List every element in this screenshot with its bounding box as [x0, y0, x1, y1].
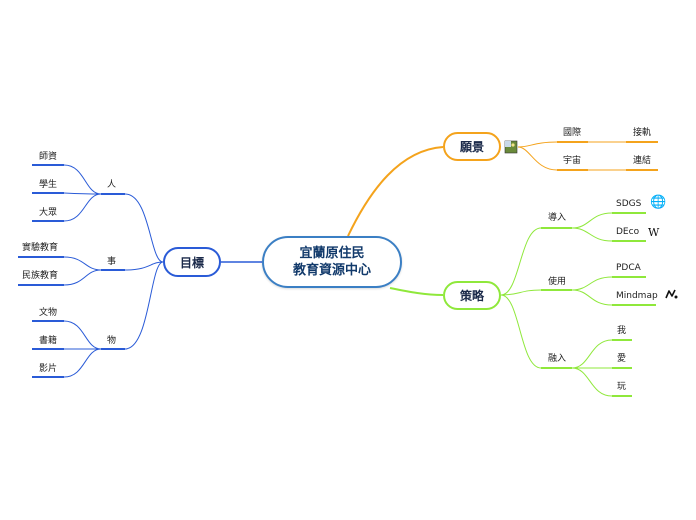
- wikipedia-icon[interactable]: W: [648, 226, 660, 239]
- connector-goal-event: [124, 261, 164, 271]
- topic-strategy-use[interactable]: 使用: [548, 277, 567, 287]
- topic-goal-object-videos[interactable]: 影片: [39, 364, 58, 374]
- topic-strategy-integrate-love[interactable]: 愛: [617, 354, 627, 364]
- topic-goal-object-books[interactable]: 書籍: [39, 336, 58, 346]
- globe-icon[interactable]: 🌐: [650, 195, 667, 210]
- topic-goal-object[interactable]: 物: [107, 336, 117, 346]
- central-topic[interactable]: 宜蘭原住民 教育資源中心: [262, 236, 402, 288]
- mindmap-logo-svg: [665, 289, 678, 299]
- central-topic-line1: 宜蘭原住民: [299, 246, 365, 261]
- topic-vision-international[interactable]: 國際: [563, 128, 582, 138]
- central-topic-line2: 教育資源中心: [292, 263, 371, 278]
- topic-strategy-use-pdca[interactable]: PDCA: [616, 263, 641, 273]
- topic-goal-person-students[interactable]: 學生: [39, 180, 58, 190]
- connector-goal-object: [124, 261, 164, 350]
- topic-strategy-introduce-deco[interactable]: DEco: [616, 227, 640, 237]
- connector-goal-person: [124, 193, 164, 263]
- topic-vision-international-align[interactable]: 接軌: [633, 128, 652, 138]
- topic-strategy-integrate-me[interactable]: 我: [617, 326, 627, 336]
- topic-vision-universe[interactable]: 宇宙: [563, 156, 582, 166]
- connector-central-vision: [347, 146, 444, 237]
- topic-strategy-use-mindmap[interactable]: Mindmap: [616, 291, 658, 301]
- connector-central-strategy: [389, 287, 444, 296]
- picture-icon: [504, 140, 518, 154]
- topic-strategy-integrate[interactable]: 融入: [548, 354, 567, 364]
- topic-goal-person-teachers[interactable]: 師資: [39, 152, 58, 162]
- topic-vision[interactable]: 願景: [443, 132, 501, 161]
- topic-goal[interactable]: 目標: [163, 247, 221, 277]
- topic-goal-person[interactable]: 人: [107, 180, 117, 190]
- topic-strategy[interactable]: 策略: [443, 281, 501, 310]
- topic-goal-event-experimental-education[interactable]: 實驗教育: [22, 243, 59, 253]
- topic-strategy-integrate-play[interactable]: 玩: [617, 382, 627, 392]
- topic-goal-event-ethnic-education[interactable]: 民族教育: [22, 271, 59, 281]
- topic-goal-object-artifacts[interactable]: 文物: [39, 308, 58, 318]
- topic-goal-person-public[interactable]: 大眾: [39, 208, 58, 218]
- topic-vision-universe-connect[interactable]: 連結: [633, 156, 652, 166]
- topic-strategy-introduce[interactable]: 導入: [548, 213, 567, 223]
- topic-goal-event[interactable]: 事: [107, 257, 117, 267]
- mindmap-logo-icon[interactable]: [665, 288, 678, 303]
- topic-strategy-introduce-sdgs[interactable]: SDGS: [616, 199, 642, 209]
